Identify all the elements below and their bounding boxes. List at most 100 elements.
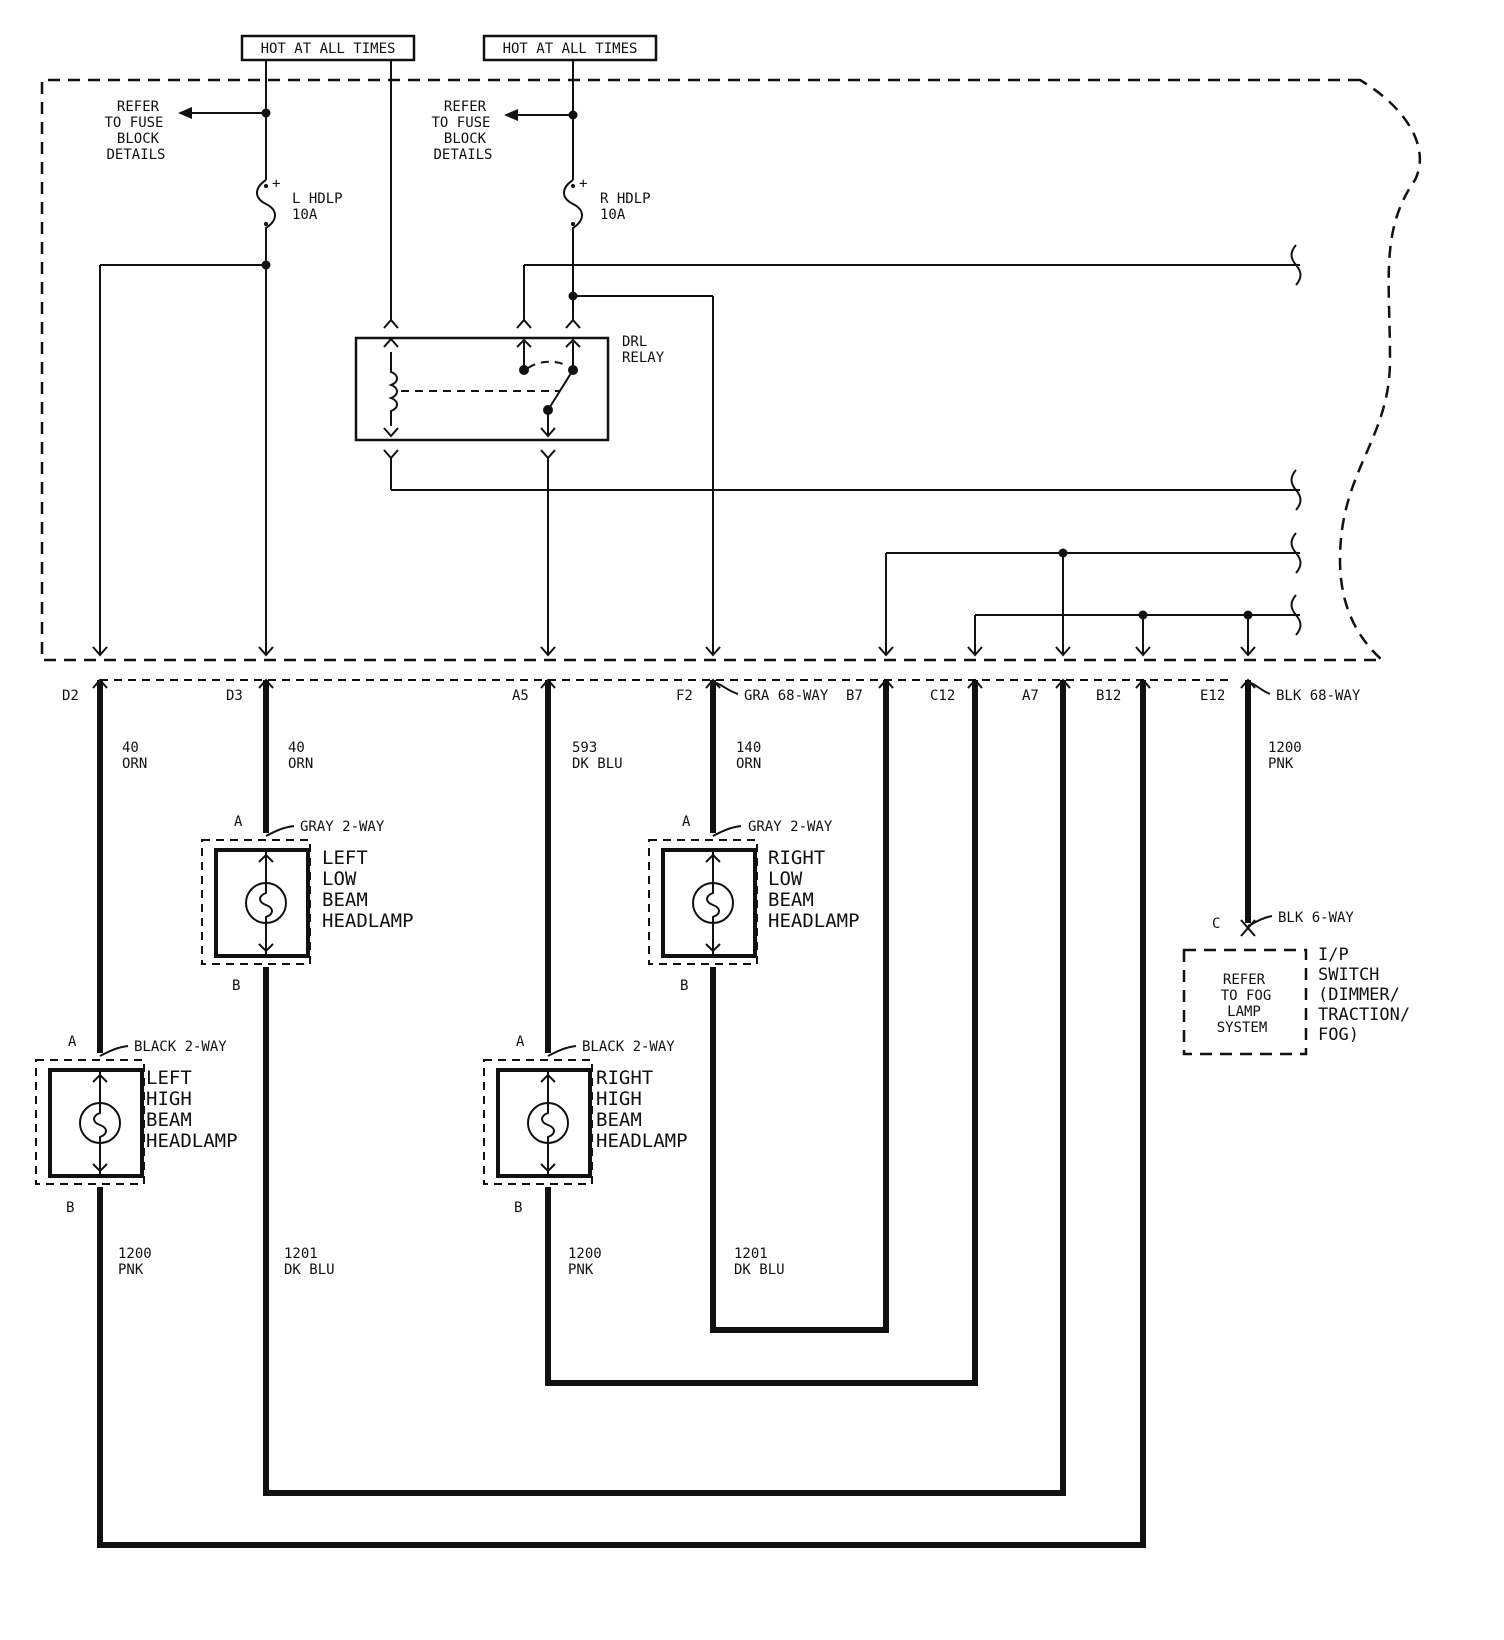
svg-text:LEFT: LEFT bbox=[146, 1067, 192, 1089]
svg-text:140: 140 bbox=[736, 740, 761, 756]
rlb-pin-b: B bbox=[680, 978, 688, 994]
drl-relay-label-2: RELAY bbox=[622, 350, 665, 366]
svg-text:REFER: REFER bbox=[444, 99, 487, 115]
svg-text:HEADLAMP: HEADLAMP bbox=[322, 910, 414, 932]
ip-switch-label: I/P SWITCH (DIMMER/ TRACTION/ FOG) bbox=[1318, 945, 1410, 1045]
svg-text:HEADLAMP: HEADLAMP bbox=[146, 1130, 238, 1152]
wire-rhb-return bbox=[545, 680, 978, 1386]
svg-text:PNK: PNK bbox=[568, 1262, 594, 1278]
wire-label-rlb-out: 1201 DK BLU bbox=[734, 1246, 785, 1278]
pin-f2: F2 bbox=[676, 688, 693, 704]
svg-text:BEAM: BEAM bbox=[146, 1109, 192, 1131]
llb-pin-a: A bbox=[234, 814, 243, 830]
svg-text:BEAM: BEAM bbox=[768, 889, 814, 911]
pin-d2: D2 bbox=[62, 688, 79, 704]
pin-d3: D3 bbox=[226, 688, 243, 704]
right-high-beam-headlamp bbox=[483, 1059, 593, 1185]
right-low-beam-headlamp bbox=[648, 839, 758, 965]
connector-blk-6-way: BLK 6-WAY bbox=[1278, 910, 1354, 926]
wire-lhb-return bbox=[97, 680, 1146, 1548]
svg-text:LOW: LOW bbox=[768, 868, 803, 890]
svg-text:593: 593 bbox=[572, 740, 597, 756]
svg-text:1200: 1200 bbox=[118, 1246, 152, 1262]
wire-label-d3: 40 ORN bbox=[288, 740, 313, 772]
svg-text:FOG): FOG) bbox=[1318, 1025, 1359, 1045]
pin-e12: E12 bbox=[1200, 688, 1225, 704]
connector-blk-68-way: BLK 68-WAY bbox=[1276, 688, 1361, 704]
svg-text:I/P: I/P bbox=[1318, 945, 1349, 965]
svg-text:LOW: LOW bbox=[322, 868, 357, 890]
svg-text:HIGH: HIGH bbox=[146, 1088, 192, 1110]
wire-label-e12: 1200 PNK bbox=[1268, 740, 1302, 772]
rhb-pin-b: B bbox=[514, 1200, 522, 1216]
svg-text:PNK: PNK bbox=[118, 1262, 144, 1278]
fog-lamp-system-ref: REFER TO FOG LAMP SYSTEM bbox=[1182, 948, 1308, 1056]
svg-text:DETAILS: DETAILS bbox=[433, 147, 492, 163]
drl-relay-label-1: DRL bbox=[622, 334, 647, 350]
svg-text:BLOCK: BLOCK bbox=[444, 131, 487, 147]
connector-gray-2-way-right: GRAY 2-WAY bbox=[748, 819, 833, 835]
rhb-pin-a: A bbox=[516, 1034, 525, 1050]
switch-pin-c: C bbox=[1212, 916, 1220, 932]
wire-label-llb-out: 1201 DK BLU bbox=[284, 1246, 335, 1278]
left-high-beam-label: LEFT HIGH BEAM HEADLAMP bbox=[146, 1067, 238, 1152]
fuse-ref-right-label: REFER TO FUSE BLOCK DETAILS bbox=[431, 99, 492, 163]
fuse-right-symbol: + bbox=[563, 176, 587, 296]
svg-text:HOT AT ALL TIMES: HOT AT ALL TIMES bbox=[503, 41, 638, 57]
pin-b7: B7 bbox=[846, 688, 863, 704]
svg-text:BEAM: BEAM bbox=[596, 1109, 642, 1131]
fuse-left-rating: 10A bbox=[292, 207, 318, 223]
wire-label-a5: 593 DK BLU bbox=[572, 740, 623, 772]
svg-text:+: + bbox=[272, 176, 280, 192]
lhb-pin-b: B bbox=[66, 1200, 74, 1216]
pin-c12: C12 bbox=[930, 688, 955, 704]
svg-text:TO FUSE: TO FUSE bbox=[431, 115, 490, 131]
fuse-left-symbol: + bbox=[256, 176, 280, 265]
fuse-right-name: R HDLP bbox=[600, 191, 651, 207]
svg-text:BLOCK: BLOCK bbox=[117, 131, 160, 147]
svg-text:HEADLAMP: HEADLAMP bbox=[596, 1130, 688, 1152]
fuse-right-rating: 10A bbox=[600, 207, 626, 223]
svg-text:DK BLU: DK BLU bbox=[734, 1262, 785, 1278]
fuse-left-name: L HDLP bbox=[292, 191, 343, 207]
left-low-beam-headlamp bbox=[201, 839, 311, 965]
fuse-block-pin-arrows bbox=[92, 646, 1256, 657]
svg-text:40: 40 bbox=[288, 740, 305, 756]
wire-label-f2: 140 ORN bbox=[736, 740, 761, 772]
fuse-block-outline bbox=[40, 78, 1422, 662]
connector-black-2-way-right: BLACK 2-WAY bbox=[582, 1039, 675, 1055]
svg-text:1200: 1200 bbox=[568, 1246, 602, 1262]
connector-gra-68-way: GRA 68-WAY bbox=[744, 688, 829, 704]
svg-text:PNK: PNK bbox=[1268, 756, 1294, 772]
svg-text:TO FOG: TO FOG bbox=[1221, 988, 1272, 1004]
svg-text:SYSTEM: SYSTEM bbox=[1217, 1020, 1268, 1036]
left-low-beam-label: LEFT LOW BEAM HEADLAMP bbox=[322, 847, 414, 932]
lhb-pin-a: A bbox=[68, 1034, 77, 1050]
hot-at-all-times-label-2: HOT AT ALL TIMES bbox=[482, 34, 658, 62]
svg-text:SWITCH: SWITCH bbox=[1318, 965, 1379, 985]
drl-relay bbox=[354, 336, 610, 442]
svg-text:DK BLU: DK BLU bbox=[572, 756, 623, 772]
svg-text:RIGHT: RIGHT bbox=[768, 847, 825, 869]
svg-text:ORN: ORN bbox=[122, 756, 147, 772]
svg-text:1201: 1201 bbox=[284, 1246, 318, 1262]
svg-text:ORN: ORN bbox=[736, 756, 761, 772]
svg-text:ORN: ORN bbox=[288, 756, 313, 772]
wire-rlb-return bbox=[710, 680, 889, 1333]
svg-text:1200: 1200 bbox=[1268, 740, 1302, 756]
right-high-beam-label: RIGHT HIGH BEAM HEADLAMP bbox=[596, 1067, 688, 1152]
hot-at-all-times-label-1: HOT AT ALL TIMES bbox=[240, 34, 416, 62]
svg-text:RIGHT: RIGHT bbox=[596, 1067, 653, 1089]
svg-text:REFER: REFER bbox=[1223, 972, 1266, 988]
svg-text:(DIMMER/: (DIMMER/ bbox=[1318, 985, 1400, 1005]
wire-label-rhb-out: 1200 PNK bbox=[568, 1246, 602, 1278]
connector-gray-2-way-left: GRAY 2-WAY bbox=[300, 819, 385, 835]
pin-a5: A5 bbox=[512, 688, 529, 704]
svg-text:BEAM: BEAM bbox=[322, 889, 368, 911]
wire-label-lhb-out: 1200 PNK bbox=[118, 1246, 152, 1278]
svg-text:HIGH: HIGH bbox=[596, 1088, 642, 1110]
wire-label-d2: 40 ORN bbox=[122, 740, 147, 772]
svg-text:40: 40 bbox=[122, 740, 139, 756]
rlb-pin-a: A bbox=[682, 814, 691, 830]
